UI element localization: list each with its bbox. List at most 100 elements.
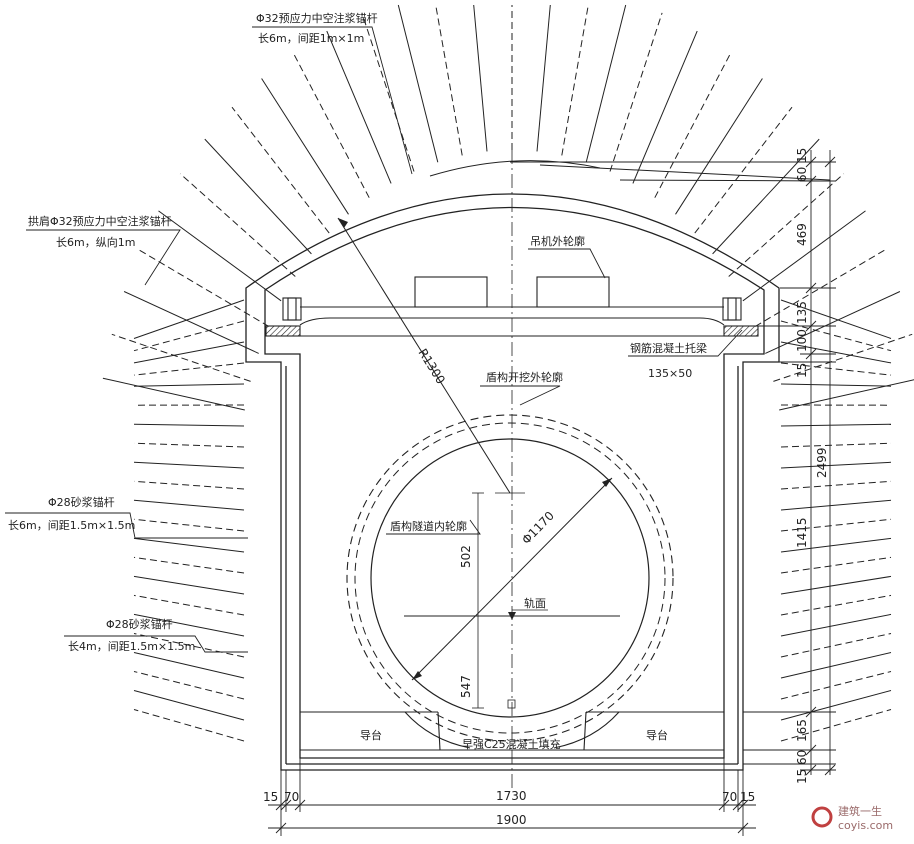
beam-support-left (265, 325, 301, 337)
rock-bolt (231, 106, 330, 234)
diameter-line (411, 477, 613, 681)
inner-contour (264, 206, 765, 759)
rock-bolt (292, 52, 370, 198)
right-dim-2: 15 (795, 148, 809, 163)
rock-bolt (133, 423, 245, 427)
crane-outline-label: 吊机外轮廓 (530, 234, 585, 248)
radius-line (337, 217, 511, 494)
rock-bolt (780, 556, 892, 574)
crane-rail-bottom (299, 317, 725, 326)
mortar-bolt-6-label-1: Φ28砂浆锚杆 (48, 495, 115, 509)
rock-bolt (780, 690, 892, 721)
rock-bolt (133, 556, 245, 574)
rock-bolt (133, 362, 245, 376)
rock-bolt (133, 690, 245, 721)
rock-bolt (780, 594, 892, 616)
rock-bolt (773, 333, 913, 382)
rock-bolt (632, 30, 698, 184)
guide-right-label: 导台 (646, 728, 668, 742)
rock-bolt (261, 78, 349, 215)
crown-cap (429, 160, 831, 182)
rock-bolt (158, 210, 282, 302)
rock-bolt (780, 442, 892, 448)
rock-bolt (133, 594, 245, 616)
rock-bolt (780, 537, 892, 553)
right-dim-10: 60 (795, 750, 809, 765)
rock-bolt (780, 709, 892, 742)
rock-bolt (780, 383, 892, 387)
rock-bolt (728, 173, 845, 277)
rock-bolt (133, 499, 245, 511)
rock-bolt (361, 12, 415, 172)
rock-bolt (133, 671, 245, 700)
rock-bolt (780, 575, 892, 595)
right-dimension-chain (743, 150, 836, 776)
tbm-outer-circle (346, 414, 674, 742)
rock-bolt (179, 173, 296, 277)
rock-bolt (585, 4, 627, 163)
rock-bolt (561, 4, 589, 156)
rock-bolt (133, 442, 245, 448)
bottom-dimension-chain (268, 758, 756, 836)
rock-bolt (133, 320, 245, 352)
right-dim-11: 15 (795, 769, 809, 784)
crane-box-left (414, 276, 488, 308)
rock-bolt (133, 518, 245, 532)
radius-dim: R1300 (415, 346, 447, 386)
bottom-dim-l2: 70 (284, 790, 299, 804)
watermark-line-2: coyis.com (838, 819, 893, 832)
guide-left-label: 导台 (360, 728, 382, 742)
rock-bolt (780, 362, 892, 376)
tunnel-inner-circle (370, 438, 650, 718)
tunnel-lining (245, 193, 780, 771)
rock-bolts (102, 4, 914, 742)
rock-bolt (780, 633, 892, 658)
rock-bolt (780, 652, 892, 679)
rock-bolt (780, 299, 892, 339)
right-dim-7: 2499 (815, 447, 829, 478)
bottom-dim-r1: 70 (722, 790, 737, 804)
annotation-text: Φ32预应力中空注浆锚杆 长6m，间距1m×1m 拱肩Φ32预应力中空注浆锚杆 … (8, 11, 829, 827)
rail-surface-label: 轨面 (524, 596, 546, 610)
rock-bolt (133, 299, 245, 339)
mortar-bolt-6-label-2: 长6m，间距1.5m×1.5m (8, 519, 135, 532)
rock-bolt (780, 320, 892, 352)
watermark-line-1: 建筑一生 (838, 804, 882, 818)
rock-bolt (133, 383, 245, 387)
bottom-dim-l1: 15 (263, 790, 278, 804)
rock-bolt (133, 613, 245, 637)
right-dim-5: 100 (795, 329, 809, 352)
rock-bolt (133, 341, 245, 364)
rock-bolt (780, 461, 892, 469)
rock-bolt (133, 575, 245, 595)
bottom-dim-outer: 1900 (496, 813, 527, 827)
shoulder-bolt-label-2: 长6m，纵向1m (56, 235, 135, 249)
rock-bolt (654, 52, 732, 198)
rock-bolt (435, 4, 463, 156)
mortar-bolt-4-label-1: Φ28砂浆锚杆 (106, 617, 173, 631)
crown-bolt-label-1: Φ32预应力中空注浆锚杆 (256, 11, 378, 25)
rock-bolt (780, 518, 892, 532)
right-dim-4: 135 (795, 301, 809, 324)
mortar-bolt-4-label-2: 长4m，间距1.5m×1.5m (68, 640, 195, 653)
crown-bolt-label-2: 长6m，间距1m×1m (258, 32, 364, 45)
guide-platforms (300, 711, 724, 751)
rock-bolt (133, 480, 245, 490)
shield-tunnel-inner-label: 盾构隧道内轮廓 (390, 519, 467, 533)
rock-bolt (111, 333, 251, 382)
beam-label-2: 135×50 (648, 367, 692, 380)
crane-box-right (536, 276, 610, 308)
rock-bolt (780, 480, 892, 490)
shoulder-bolt-label-1: 拱肩Φ32预应力中空注浆锚杆 (28, 214, 172, 228)
shield-tbm-outline-label: 盾构开挖外轮廓 (486, 370, 563, 384)
leader-lines (5, 26, 743, 653)
rock-bolt (133, 709, 245, 742)
rock-bolt (133, 633, 245, 658)
rock-bolt (780, 613, 892, 637)
rock-bolt (397, 4, 439, 163)
rock-bolt (780, 671, 892, 700)
rock-bolt (139, 249, 270, 327)
beam-label-1: 钢筋混凝土托梁 (630, 341, 707, 355)
right-dim-9: 165 (795, 719, 809, 742)
